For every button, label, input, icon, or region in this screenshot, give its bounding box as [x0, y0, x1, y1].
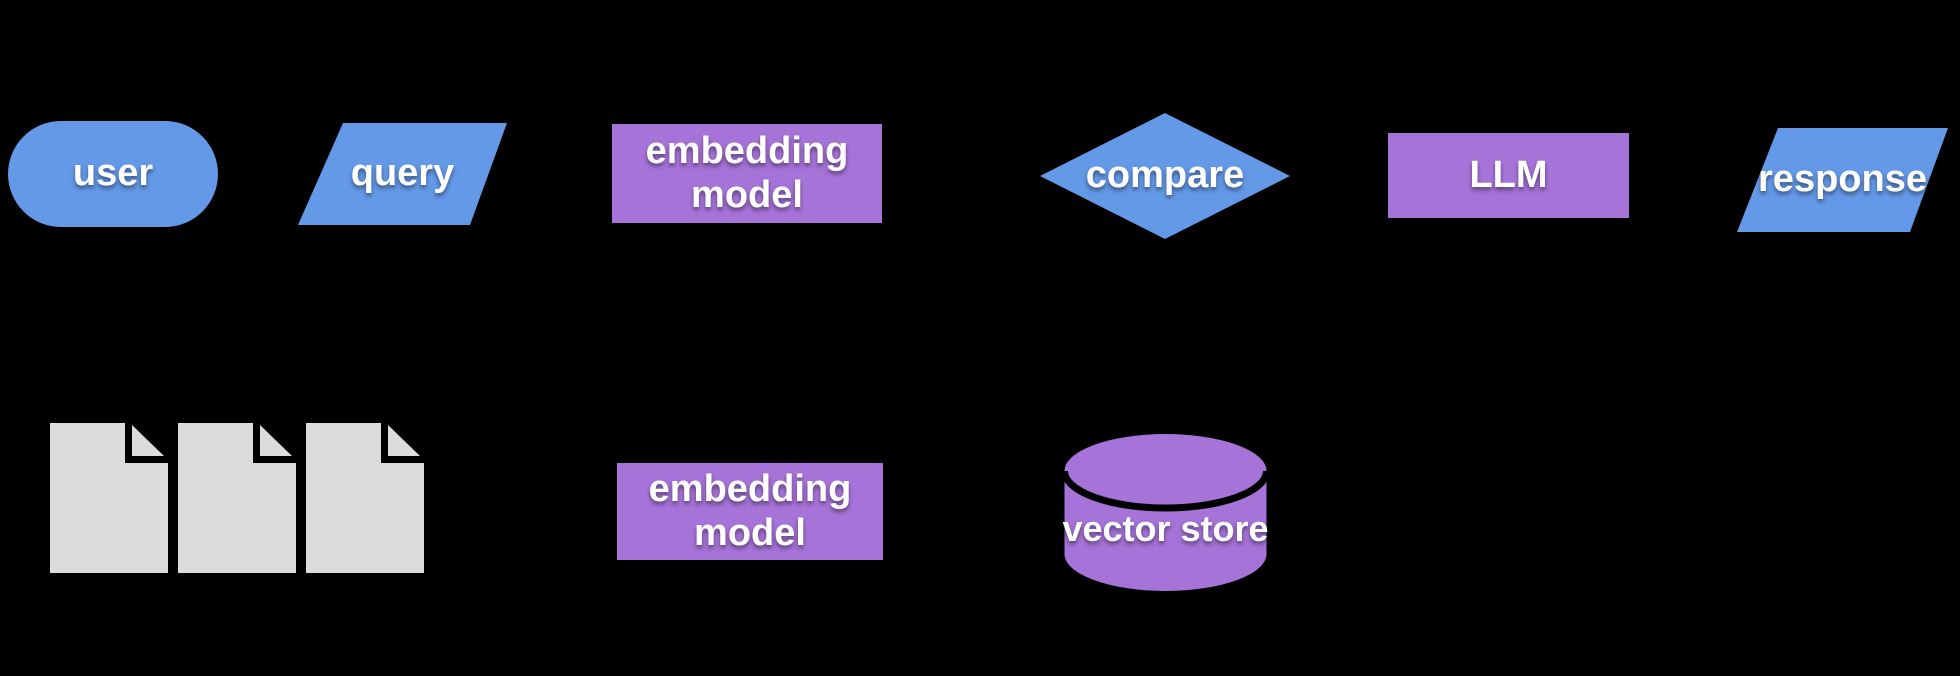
- node-embedding-model-bottom: embedding model: [617, 463, 883, 560]
- node-response-label: response: [1758, 158, 1927, 201]
- node-vector-store-label-wrap: vector store: [1062, 508, 1269, 549]
- node-compare-label: compare: [1085, 154, 1245, 197]
- node-vector-store: vector store: [1062, 432, 1269, 593]
- node-embedding-model-top-label: embedding model: [645, 129, 849, 216]
- node-llm: LLM: [1388, 133, 1629, 218]
- node-embedding-model-bottom-label: embedding model: [648, 467, 852, 554]
- node-document-stack: [50, 423, 424, 573]
- document-icon: [178, 423, 296, 573]
- node-user: user: [8, 121, 218, 227]
- database-cylinder-icon: [1063, 434, 1268, 591]
- node-query: query: [298, 123, 507, 225]
- node-compare: compare: [1040, 113, 1290, 239]
- document-icon: [50, 423, 168, 573]
- node-llm-label: LLM: [1469, 153, 1548, 196]
- document-icon: [306, 423, 424, 573]
- node-query-label: query: [350, 152, 455, 195]
- node-user-label: user: [72, 152, 154, 195]
- node-vector-store-label: vector store: [1062, 508, 1269, 549]
- node-response: response: [1737, 128, 1948, 232]
- node-embedding-model-top: embedding model: [612, 124, 882, 223]
